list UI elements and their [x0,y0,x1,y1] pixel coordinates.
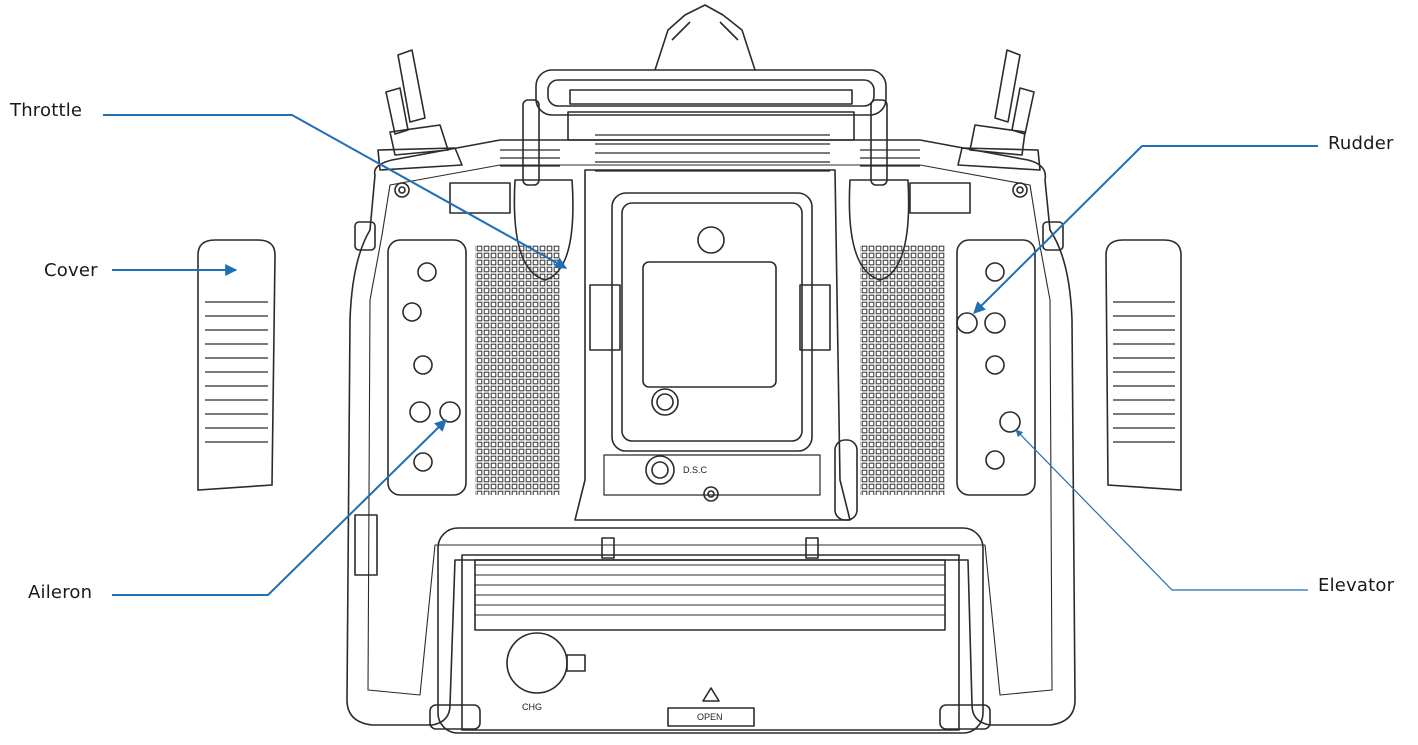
right-panel-holes [956,262,1021,470]
chg-text: CHG [522,702,542,712]
label-throttle: Throttle [10,100,83,121]
open-text: OPEN [697,712,723,722]
dsc-text: D.S.C [683,465,708,475]
elevator-leader [1015,429,1308,591]
cover-right [1105,239,1182,491]
label-rudder: Rudder [1328,133,1394,154]
aileron-leader [112,419,447,596]
transmitter-body [346,4,1076,734]
label-aileron: Aileron [28,582,93,603]
left-panel-holes [402,262,461,472]
label-elevator: Elevator [1318,575,1395,596]
leader-lines [103,114,1318,596]
throttle-leader [103,114,568,269]
label-cover: Cover [44,260,98,281]
cover-left [197,239,276,491]
rudder-leader [973,145,1318,314]
